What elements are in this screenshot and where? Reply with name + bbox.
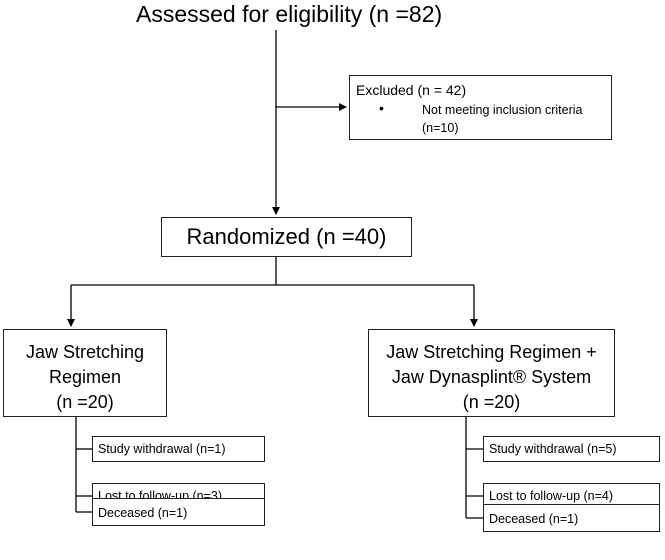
right-arm-line3: (n =20) xyxy=(462,392,521,412)
right-outcome-deceased-label: Deceased (n=1) xyxy=(489,512,579,526)
right-arm-line1: Jaw Stretching Regimen + xyxy=(386,342,597,362)
excluded-box: Excluded (n = 42) • Not meeting inclusio… xyxy=(349,75,612,140)
left-outcome-withdrawal-label: Study withdrawal (n=1) xyxy=(98,442,226,456)
excluded-reason-line2: (n=10) xyxy=(422,121,459,135)
left-outcome-withdrawal: Study withdrawal (n=1) xyxy=(92,436,265,462)
left-outcome-deceased: Deceased (n=1) xyxy=(92,498,265,526)
left-outcome-deceased-label: Deceased (n=1) xyxy=(98,506,188,520)
randomized-box: Randomized (n =40) xyxy=(161,217,412,257)
right-arm-box: Jaw Stretching Regimen + Jaw Dynasplint®… xyxy=(368,329,615,417)
right-outcome-lost-label: Lost to follow-up (n=4) xyxy=(489,489,614,503)
excluded-reason-line1: Not meeting inclusion criteria xyxy=(422,103,583,117)
left-arm-line2: Regimen xyxy=(48,367,122,387)
excluded-bullet: • xyxy=(379,100,384,116)
excluded-title: Excluded (n = 42) xyxy=(356,82,467,98)
left-arm-box: Jaw Stretching Regimen (n =20) xyxy=(3,329,167,417)
right-outcome-withdrawal: Study withdrawal (n=5) xyxy=(483,436,660,462)
assessed-label: Assessed for eligibility (n =82) xyxy=(136,1,443,27)
right-arm-line2: Jaw Dynasplint® System xyxy=(391,367,592,387)
right-outcome-deceased: Deceased (n=1) xyxy=(483,504,660,532)
left-arm-line1: Jaw Stretching xyxy=(25,342,145,362)
randomized-label: Randomized (n =40) xyxy=(186,224,387,249)
left-arm-line3: (n =20) xyxy=(56,392,114,412)
right-outcome-withdrawal-label: Study withdrawal (n=5) xyxy=(489,442,617,456)
